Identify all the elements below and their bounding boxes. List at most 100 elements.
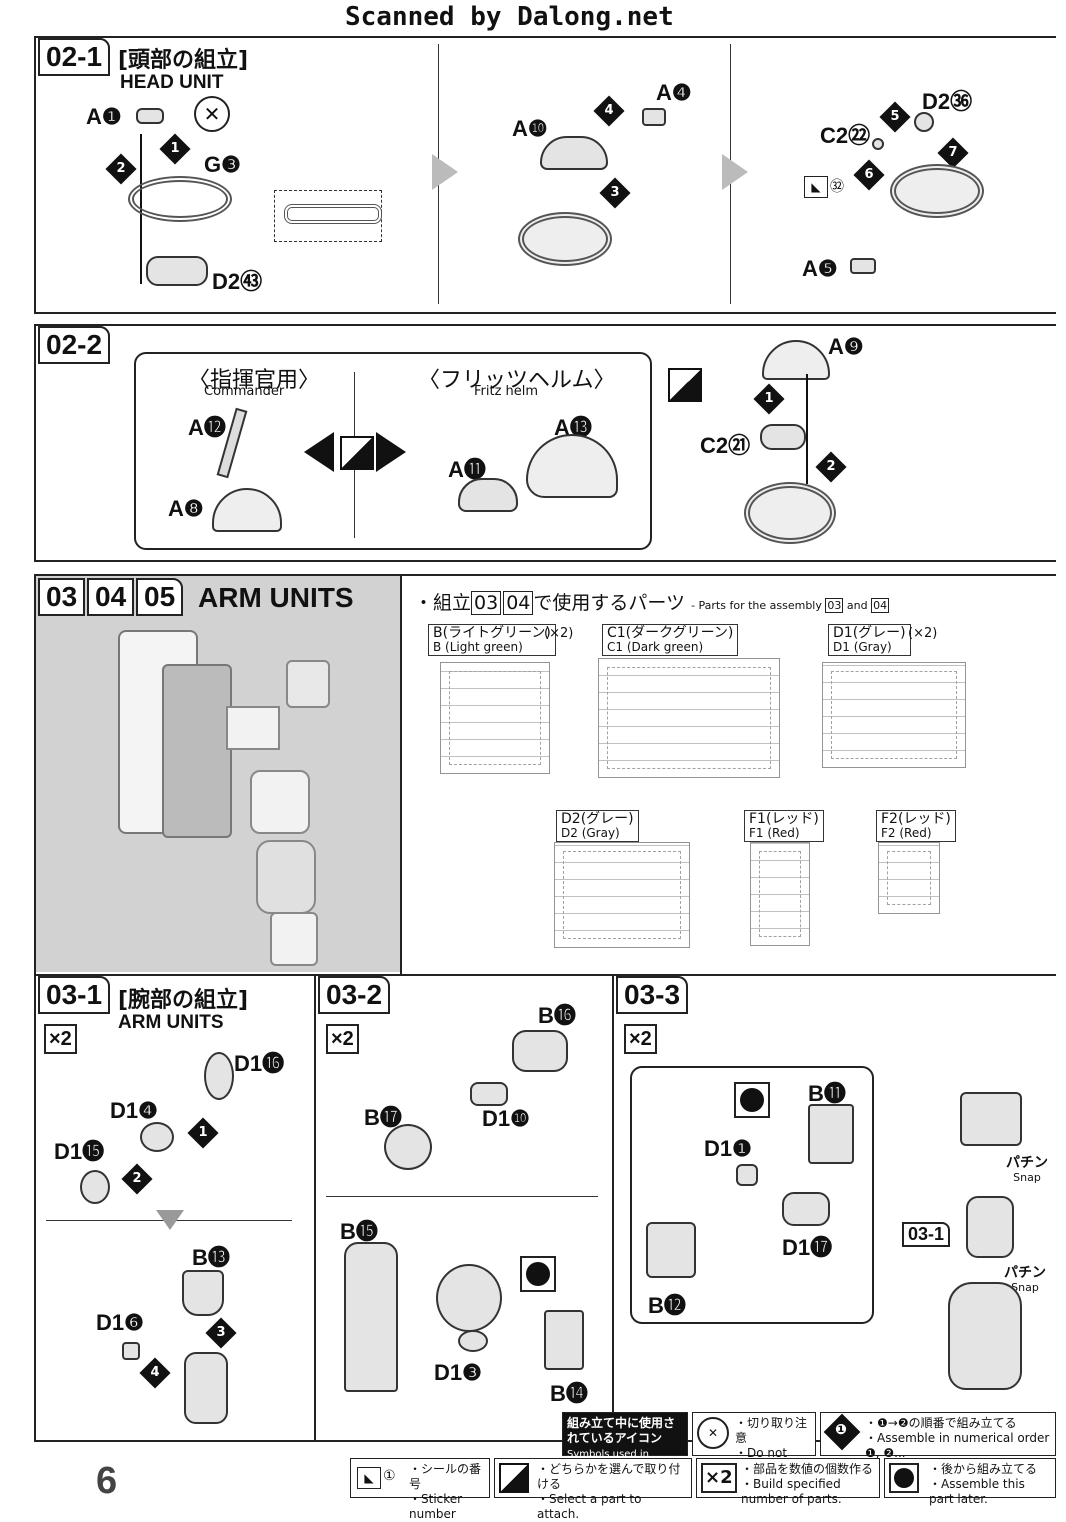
select-part-icon [499,1463,529,1493]
helm-choice-box [134,352,652,550]
step-6-icon: 6 [853,159,885,191]
assemble-later-icon [520,1256,556,1292]
hand-socket [960,1092,1022,1146]
runner-count-b: (×2) [544,626,574,641]
part-label: A❽ [168,496,204,521]
part-b11 [808,1104,854,1164]
step-2-icon: 2 [121,1163,153,1195]
part-a10 [540,136,608,170]
part-b12 [646,1222,696,1278]
head-assembled [890,164,984,218]
step-02-2-number: 02-2 [38,326,111,364]
parts-step-03: 03 [471,591,502,615]
part-d1-10 [470,1082,508,1106]
step-02-1-title-en: HEAD UNIT [120,72,224,93]
part-label: A❺ [802,256,838,281]
step-03-1-title-en: ARM UNITS [118,1012,224,1033]
legend-later: ・後から組み立てる・Assemble this part later. [884,1458,1056,1506]
step-4-icon: 4 [593,95,625,127]
part-c2-22 [872,138,884,150]
assemble-later-icon [889,1463,919,1493]
part-a9-dome [762,340,830,380]
runner-f1 [750,842,810,946]
sub-assembly-box [630,1066,874,1324]
runner-d2 [554,842,690,948]
part-b17 [384,1124,432,1170]
arm-part [250,770,310,834]
arm-units-title: ARM UNITS [198,582,354,613]
part-a13-helm [526,434,618,498]
arm-part [226,706,280,750]
part-b13 [182,1270,224,1316]
step-03-3-number: 03-3 [616,976,689,1014]
step-2-icon: 2 [815,451,847,483]
part-d2-43 [146,256,208,286]
legend-select: ・どちらかを選んで取り付ける・Select a part to attach. [494,1458,692,1521]
part-label: C2㉒ [820,123,871,148]
part-label: B⓯ [340,1219,378,1244]
legend-multiply: ×2 ・部品を数値の個数作る・Build specified number of… [696,1458,880,1506]
part-label: B⓰ [538,1003,576,1028]
sticker-icon: ◣ [357,1467,381,1489]
head-assembled [744,482,836,544]
select-part-icon [304,432,406,472]
part-label: D1⓰ [234,1051,285,1076]
arm-part [256,840,316,914]
head-base-ring [518,212,612,266]
part-a5 [850,258,876,274]
select-icon [668,368,702,402]
parts-heading-en: - Parts for the assembly 03 and 04 [691,598,890,613]
arm-step-04: 04 [87,578,135,616]
scan-credit: Scanned by Dalong.net [345,2,674,32]
elbow-assembled [184,1352,228,1424]
step-2-icon: 2 [105,153,137,185]
part-d1-15 [80,1170,110,1204]
part-label: A❿ [512,116,548,141]
fritz-label-en: Fritz helm [474,384,539,399]
sticker-icon: ◣ [804,176,828,198]
runner-count-d1: (×2) [908,626,938,641]
page-number: 6 [96,1460,118,1502]
step-03-2-number: 03-2 [318,976,391,1014]
arm-part [286,660,330,708]
step-3-icon: 3 [205,1317,237,1349]
part-d1-6 [122,1342,140,1360]
step-5-icon: 5 [879,101,911,133]
part-label: C2㉑ [700,433,751,458]
do-not-cut-icon: ✕ [697,1417,729,1449]
multiply-icon: ×2 [44,1024,77,1054]
callout-frame [326,1196,598,1197]
part-label: D1⓱ [782,1235,833,1260]
part-label: D2㊱ [922,89,973,114]
part-a1 [136,108,164,124]
legend-order: ❶ ・❶→❷の順番で組み立てる・Assemble in numerical or… [820,1412,1056,1460]
part-label: B⓮ [550,1381,588,1406]
step-4-icon: 4 [139,1357,171,1389]
part-label: A❾ [828,334,864,359]
part-b14 [544,1310,584,1370]
runner-b [440,662,550,774]
step-1-icon: 1 [753,383,785,415]
step-02-1-number: 02-1 [38,38,111,76]
runner-tag-d2: D2(グレー)D2 (Gray) [556,810,639,842]
parts-step-04: 04 [503,591,534,615]
part-d1-17 [782,1192,830,1226]
step-order-sample: ❶ [835,1422,847,1438]
assembly-arrow [806,374,808,484]
parts-heading-prefix: ・組立 [414,592,472,614]
step-1-icon: 1 [159,133,191,165]
arm-step-05: 05 [136,578,184,616]
part-label: A❶ [86,104,122,129]
arm-assembled [948,1282,1022,1390]
forearm-assembled [966,1196,1014,1258]
next-arrow-icon [432,154,458,190]
step-03-1-number: 03-1 [38,976,111,1014]
part-label: D1❸ [434,1360,482,1385]
runner-f2 [878,842,940,914]
runner-tag-f2: F2(レッド)F2 (Red) [876,810,956,842]
part-g3-ring [128,176,232,222]
part-label: B⓭ [192,1245,230,1270]
step-02-1-title-jp: [頭部の組立] [118,48,249,73]
